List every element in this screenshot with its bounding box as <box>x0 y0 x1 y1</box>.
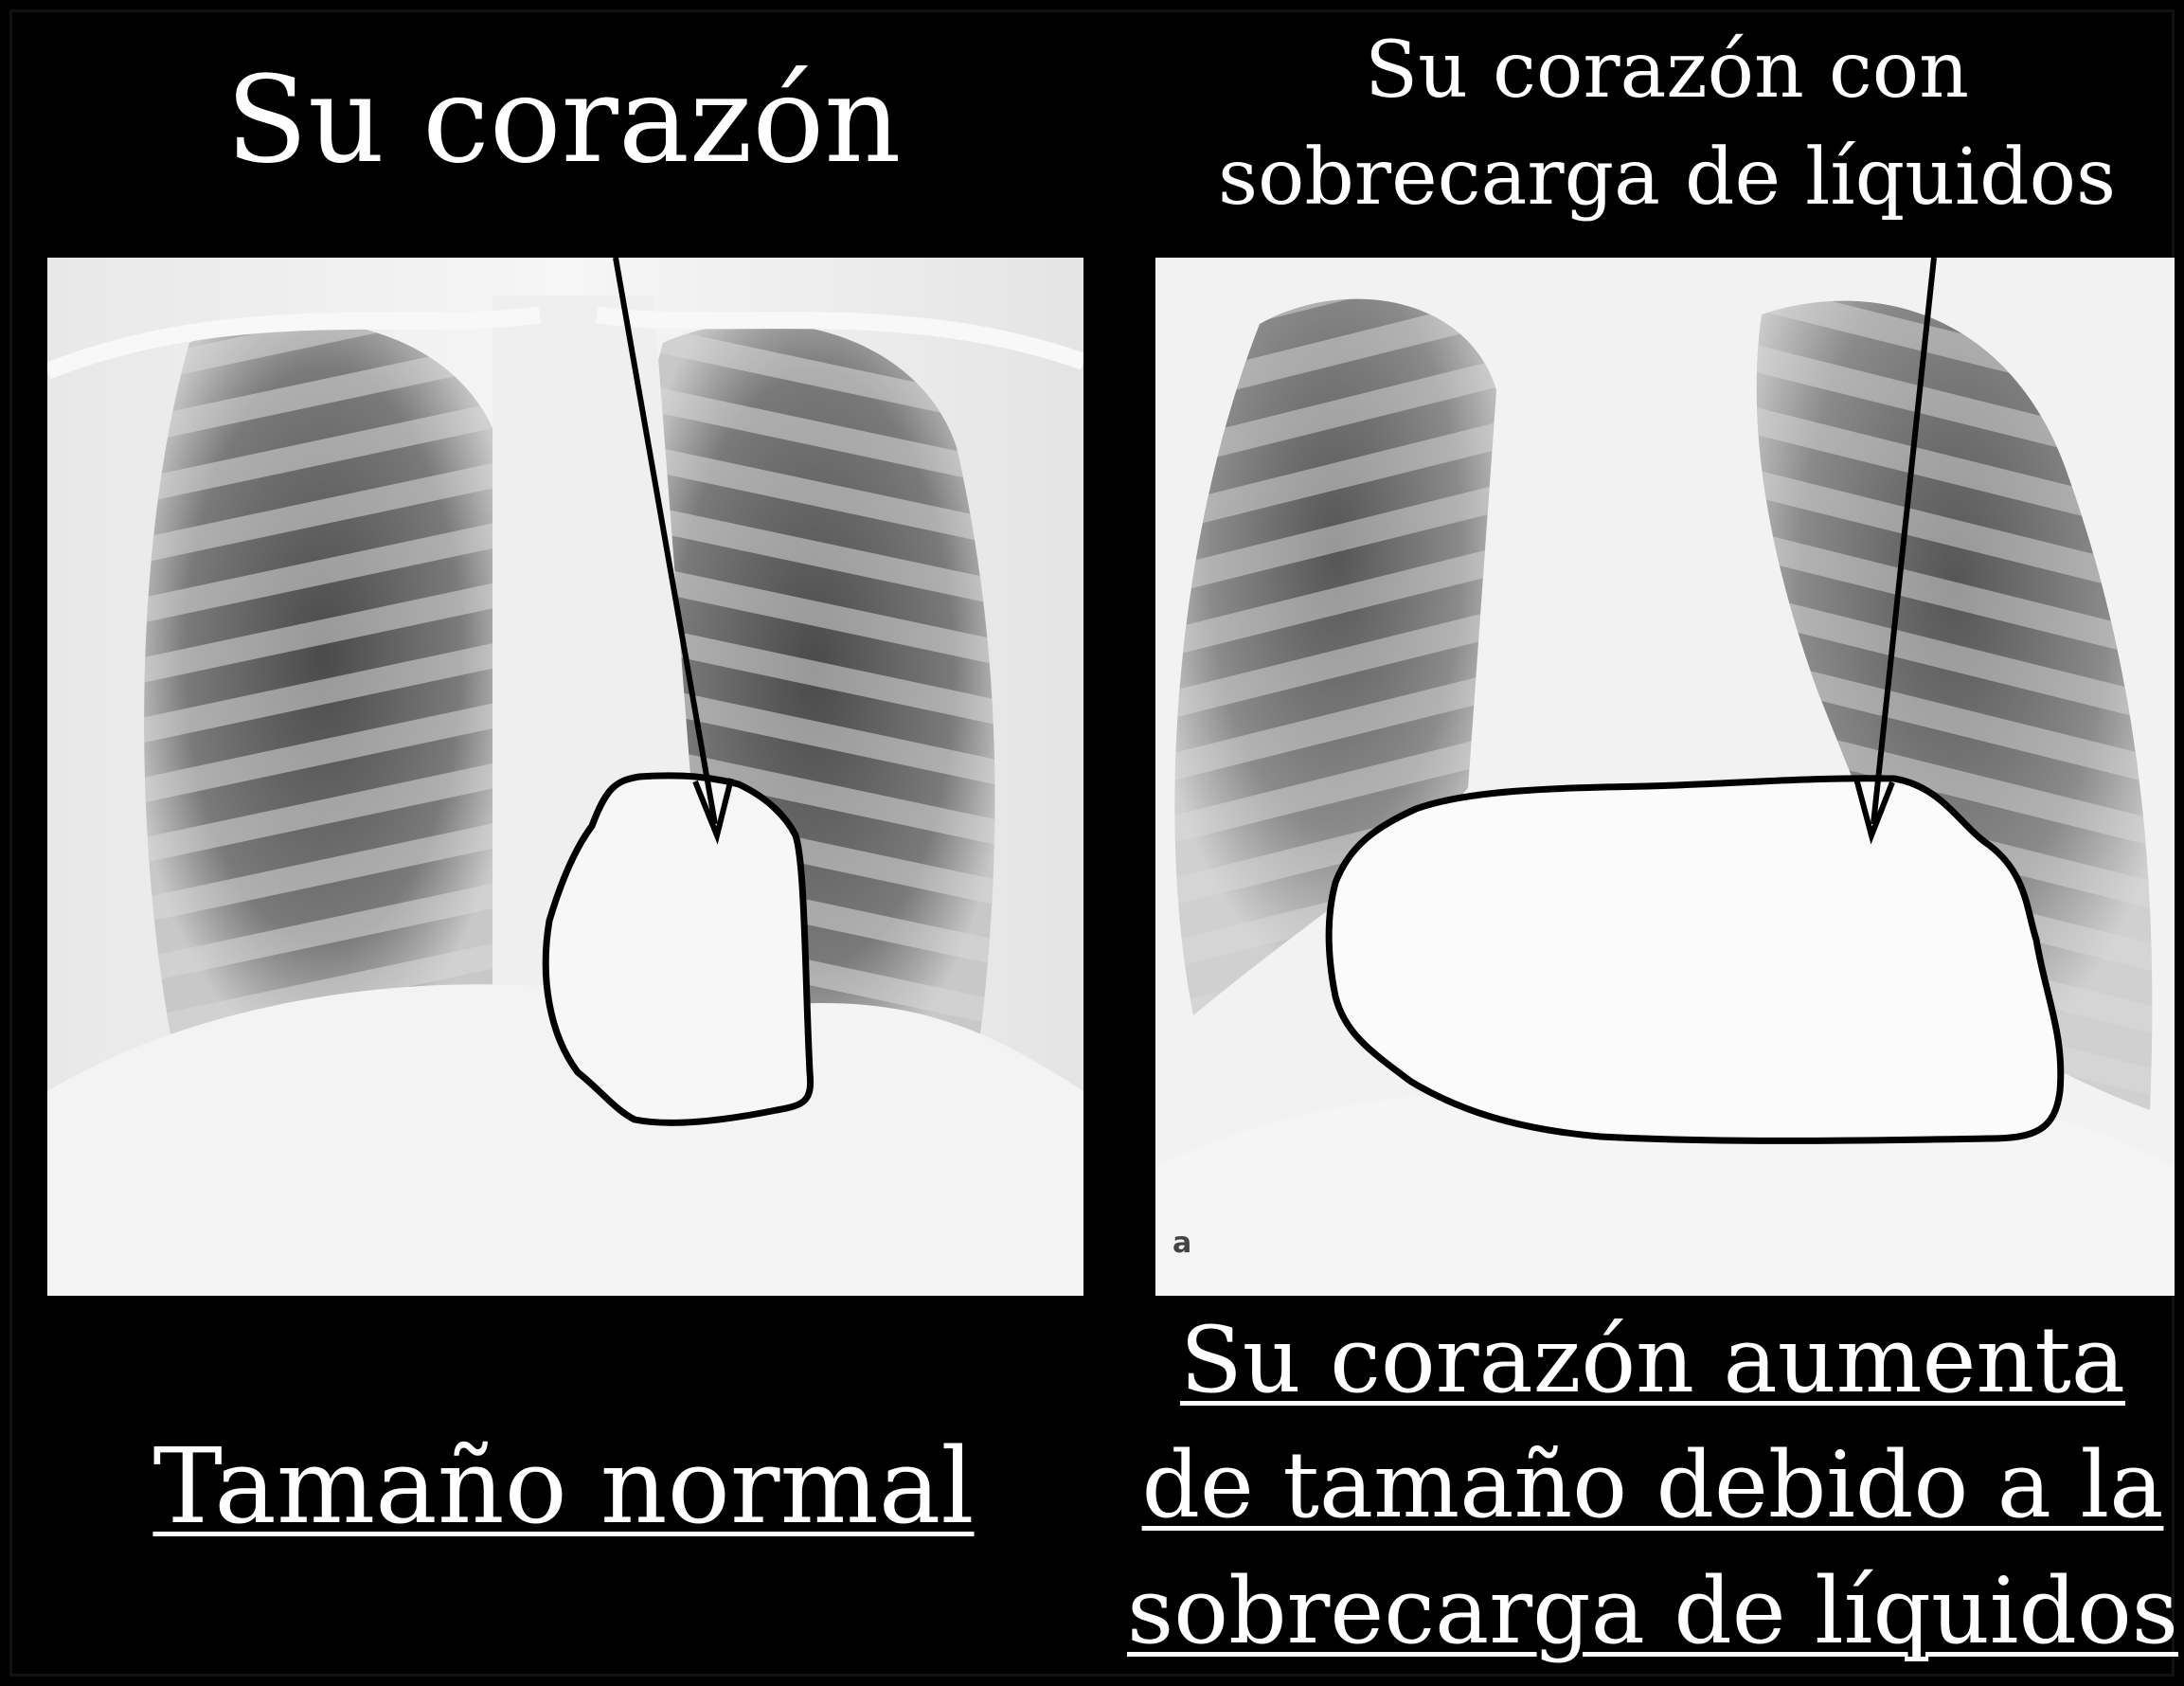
xray-corner-mark: a <box>1173 1227 1191 1260</box>
title-fluid-overload-heart: Su corazón con sobrecarga de líquidos <box>1155 17 2178 231</box>
heart-outline-enlarged <box>1325 775 2065 1144</box>
caption-right-line-1: Su corazón aumenta <box>1179 1307 2126 1413</box>
chest-xray-normal-heart-image <box>47 258 1083 1296</box>
caption-right-line-2: de tamaño debido a la <box>1141 1432 2164 1539</box>
caption-right-line-3: sobrecarga de líquidos <box>1127 1557 2178 1664</box>
heart-outline-normal <box>542 772 815 1126</box>
chest-xray-enlarged-heart-image: a <box>1155 258 2175 1296</box>
caption-enlarged-size: Su corazón aumenta de tamaño debido a la… <box>1127 1298 2178 1674</box>
title-right-line-1: Su corazón con <box>1365 26 1969 116</box>
title-normal-heart: Su corazón <box>225 50 902 189</box>
caption-normal-size: Tamaño normal <box>152 1426 975 1547</box>
title-right-line-2: sobrecarga de líquidos <box>1217 133 2117 224</box>
